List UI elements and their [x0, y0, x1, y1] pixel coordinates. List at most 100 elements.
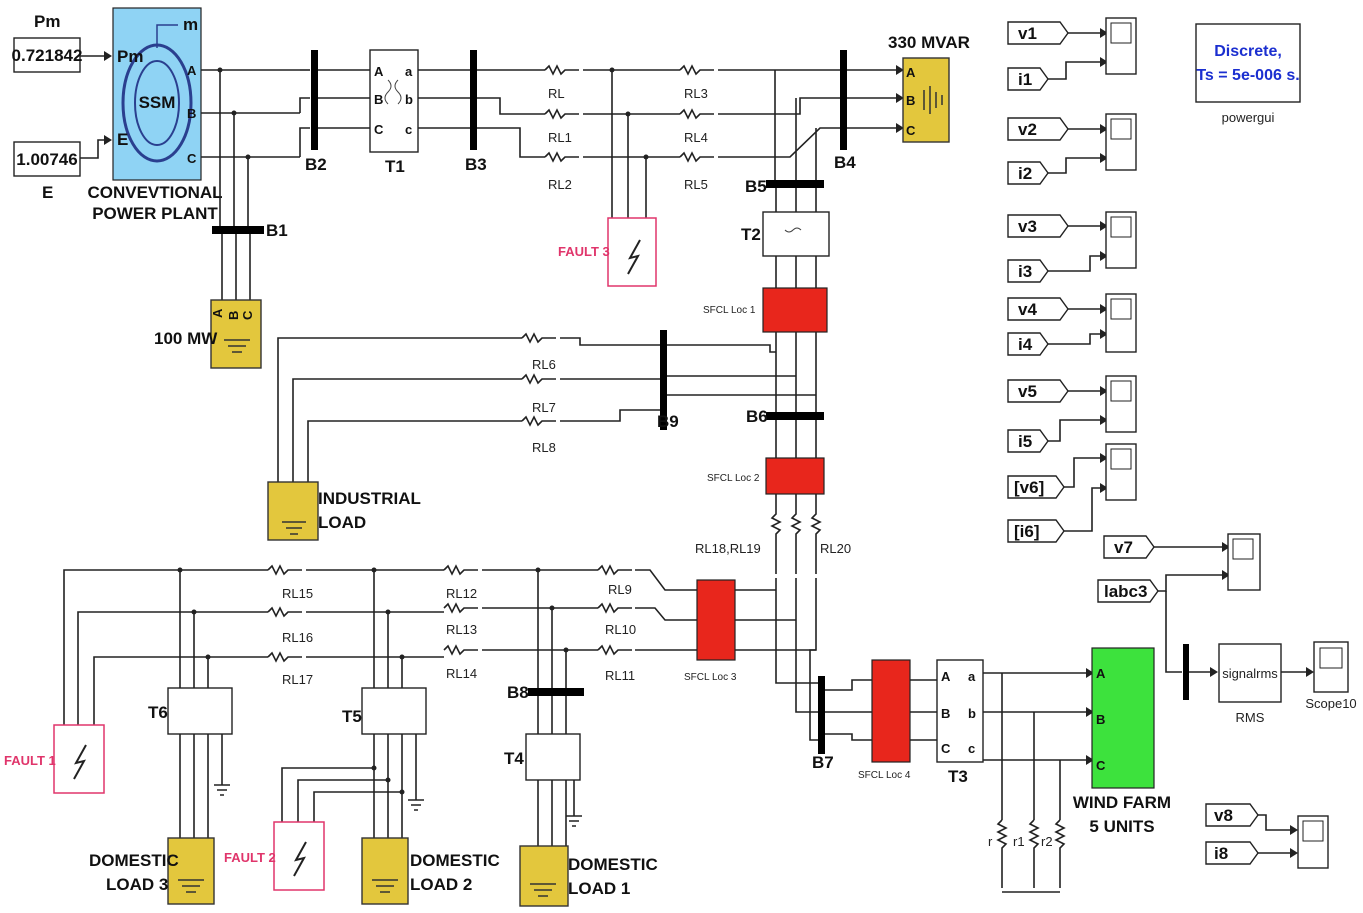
- tag-v2[interactable]: [1007, 117, 1069, 141]
- domestic-load-2[interactable]: [361, 837, 409, 905]
- transformer-t3[interactable]: [936, 659, 984, 763]
- line-rl9[interactable]: [597, 564, 632, 576]
- bus-b7[interactable]: [818, 676, 825, 754]
- tag-v1[interactable]: [1007, 21, 1069, 45]
- t1-port-la: a: [405, 64, 413, 79]
- tag-i3[interactable]: [1007, 259, 1049, 283]
- t1-port-lc: c: [405, 122, 412, 137]
- line-rl4[interactable]: [679, 108, 714, 120]
- powergui-caption: powergui: [1222, 110, 1275, 125]
- bus-b6[interactable]: [766, 412, 824, 420]
- tag-v3[interactable]: [1007, 214, 1069, 238]
- domestic-load-3[interactable]: [167, 837, 215, 905]
- bus-b5[interactable]: [766, 180, 824, 188]
- line-rl11[interactable]: [597, 644, 632, 656]
- tag-labc3[interactable]: [1097, 579, 1159, 603]
- rl4-label: RL4: [684, 130, 708, 145]
- demux-block[interactable]: [1183, 644, 1189, 700]
- ground-icon: [224, 339, 250, 353]
- line-rl19[interactable]: [790, 494, 802, 574]
- line-rl12[interactable]: [443, 564, 478, 576]
- tag-i5[interactable]: [1007, 429, 1049, 453]
- line-rl6[interactable]: [521, 373, 556, 385]
- sfcl-loc-2[interactable]: [765, 457, 825, 495]
- tag-v4-label: v4: [1018, 300, 1037, 319]
- rms-block[interactable]: [1218, 643, 1282, 703]
- tag-v6[interactable]: [1007, 475, 1065, 499]
- line-rl1[interactable]: [544, 108, 579, 120]
- domestic-load-1[interactable]: [519, 845, 569, 907]
- wind-port-c: C: [1096, 758, 1106, 773]
- tag-i4[interactable]: [1007, 332, 1049, 356]
- transformer-t2[interactable]: [762, 211, 830, 257]
- t6-label: T6: [148, 703, 168, 722]
- transformer-t5[interactable]: [361, 687, 427, 735]
- line-rl16[interactable]: [267, 606, 302, 618]
- line-rl14[interactable]: [443, 644, 478, 656]
- wind-farm-label-2: 5 UNITS: [1089, 817, 1154, 836]
- line-rl[interactable]: [544, 64, 579, 76]
- line-rl5[interactable]: [679, 151, 714, 163]
- tag-v7[interactable]: [1103, 535, 1155, 559]
- rl13-label: RL13: [446, 622, 477, 637]
- tag-i8[interactable]: [1205, 841, 1259, 865]
- line-rl10[interactable]: [597, 602, 632, 614]
- tag-i5-label: i5: [1018, 432, 1032, 451]
- lightning-icon: [73, 744, 87, 780]
- pm-constant-block[interactable]: [13, 37, 81, 73]
- line-rl2[interactable]: [544, 151, 579, 163]
- rl3-label: RL3: [684, 86, 708, 101]
- resistor-r1[interactable]: [1028, 819, 1040, 888]
- transformer-t6[interactable]: [167, 687, 233, 735]
- line-rl-ind-a[interactable]: [521, 332, 556, 344]
- tag-v4[interactable]: [1007, 297, 1069, 321]
- scope-group-7: v7 labc3: [1097, 533, 1261, 673]
- bus-b3[interactable]: [470, 50, 477, 150]
- tag-v7-label: v7: [1114, 538, 1133, 557]
- fault-1-label: FAULT 1: [4, 753, 56, 768]
- bus-b7-label: B7: [812, 753, 834, 772]
- line-rl17[interactable]: [267, 651, 302, 663]
- resistor-r2[interactable]: [1054, 819, 1066, 888]
- tag-v5[interactable]: [1007, 379, 1069, 403]
- resistor-r[interactable]: [996, 819, 1008, 888]
- rl9-label: RL9: [608, 582, 632, 597]
- rl17-label: RL17: [282, 672, 313, 687]
- bus-b1[interactable]: [212, 226, 264, 234]
- sfcl-loc-3[interactable]: [696, 579, 736, 661]
- rl1-label: RL1: [548, 130, 572, 145]
- rl12-label: RL12: [446, 586, 477, 601]
- industrial-load[interactable]: [267, 481, 319, 541]
- load-100mw[interactable]: [210, 299, 262, 369]
- line-rl13[interactable]: [443, 602, 478, 614]
- rms-block-label: signalrms: [1222, 666, 1278, 681]
- ssm-caption-1: CONVEVTIONAL: [87, 183, 222, 202]
- wind-port-b: B: [1096, 712, 1105, 727]
- tag-i2[interactable]: [1007, 161, 1049, 185]
- bus-b9[interactable]: [660, 330, 667, 430]
- tag-i6-label: [i6]: [1014, 522, 1040, 541]
- line-rl18[interactable]: [770, 494, 782, 574]
- ssm-block[interactable]: [112, 7, 202, 181]
- bus-b8[interactable]: [528, 688, 584, 696]
- line-rl3[interactable]: [679, 64, 714, 76]
- powergui-block[interactable]: [1195, 23, 1301, 103]
- line-rl7[interactable]: [521, 415, 556, 427]
- sfcl-loc-4[interactable]: [871, 659, 911, 763]
- line-rl15[interactable]: [267, 564, 302, 576]
- bus-b2[interactable]: [311, 50, 318, 150]
- bus-b4[interactable]: [840, 50, 847, 150]
- line-rl20[interactable]: [810, 494, 822, 574]
- tag-v8-label: v8: [1214, 806, 1233, 825]
- transformer-t4[interactable]: [525, 733, 581, 781]
- sfcl-loc-1[interactable]: [762, 287, 828, 333]
- fault-3-block[interactable]: [607, 217, 657, 287]
- tag-i1[interactable]: [1007, 67, 1049, 91]
- tag-i6[interactable]: [1007, 519, 1065, 543]
- ssm-name: SSM: [139, 93, 176, 112]
- transformer-t1[interactable]: [369, 49, 419, 153]
- wind-farm-block[interactable]: [1091, 647, 1155, 789]
- e-constant-block[interactable]: [13, 141, 81, 177]
- tag-v8[interactable]: [1205, 803, 1259, 827]
